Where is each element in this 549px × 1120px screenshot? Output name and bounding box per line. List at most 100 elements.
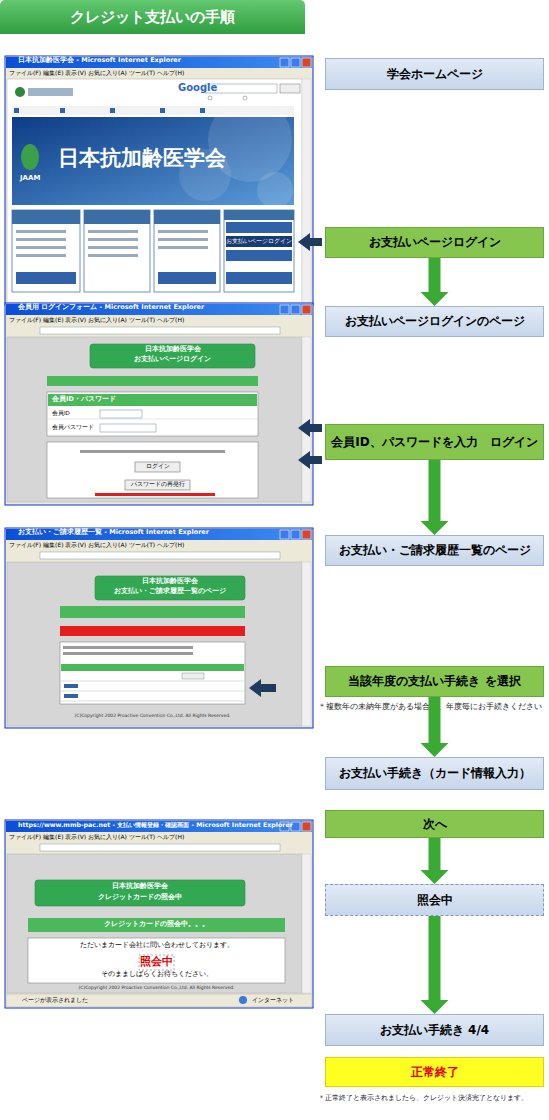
browser-window xyxy=(12,210,80,224)
browser-window xyxy=(40,327,280,334)
browser-window xyxy=(224,210,294,220)
browser-window xyxy=(6,842,312,853)
note-text: ＊複数年の未納年度がある場合は、年度毎にお手続きください xyxy=(318,702,542,712)
browser-window xyxy=(6,304,312,315)
browser-window xyxy=(14,108,19,113)
browser-window xyxy=(280,58,289,67)
browser-window xyxy=(95,493,215,496)
menu-bar: ファイル(F) 編集(E) 表示(V) お気に入り(A) ツール(T) ヘルプ(… xyxy=(9,541,184,548)
browser-window xyxy=(291,530,300,539)
title-tab: クレジット支払いの手順 xyxy=(0,0,305,34)
screen-text: JAAM xyxy=(20,174,40,182)
browser-window xyxy=(61,691,244,692)
browser-window xyxy=(90,344,255,368)
browser-window xyxy=(47,392,258,436)
screen-heading: お支払い・ご請求履歴一覧のページ xyxy=(95,588,245,596)
browser-window xyxy=(110,108,115,113)
action-box: 次へ xyxy=(325,810,544,838)
browser-window xyxy=(302,530,311,539)
pointer-arrow xyxy=(298,451,322,469)
action-box: 当該年度の支払い手続き を選択 xyxy=(325,666,544,697)
browser-window xyxy=(61,701,244,702)
copyright-text: (C)Copyright 2002 Proactive Convention C… xyxy=(60,713,245,718)
browser-window xyxy=(88,230,138,233)
browser-window xyxy=(302,58,311,67)
node-text: お支払い・ご請求履歴一覧のページ xyxy=(339,543,531,557)
screen-link: お支払いページログイン xyxy=(224,238,294,245)
status-bar-text: ページが表示されました xyxy=(22,996,88,1003)
status-bar-text: インターネット xyxy=(252,996,294,1003)
browser-window xyxy=(291,58,300,67)
browser-window xyxy=(5,303,313,505)
screen-text: Google xyxy=(178,82,217,94)
action-box: お支払いページログイン xyxy=(325,227,544,258)
browser-window xyxy=(226,250,292,261)
browser-window xyxy=(182,673,204,679)
browser-window xyxy=(160,108,165,113)
screen-text: 会員パスワード xyxy=(52,424,94,431)
browser-window xyxy=(16,254,66,257)
browser-window xyxy=(61,681,244,682)
browser-window xyxy=(60,108,65,113)
browser-window xyxy=(84,210,150,292)
browser-window xyxy=(48,394,257,406)
screen-heading: 日本抗加齢医学会 xyxy=(95,578,245,586)
browser-window xyxy=(158,238,208,241)
result-box: 正常終了 xyxy=(325,1057,544,1087)
pointer-arrow xyxy=(249,233,322,697)
browser-window xyxy=(12,210,80,292)
browser-window xyxy=(6,57,312,68)
browser-window xyxy=(154,210,220,292)
pointer-arrow xyxy=(249,679,276,697)
window-title: 会員用 ログインフォーム - Microsoft Internet Explor… xyxy=(18,304,204,312)
browser-window xyxy=(35,880,245,906)
status-box: 照会中 xyxy=(325,884,544,916)
browser-window xyxy=(84,210,150,224)
flow-arrow xyxy=(421,460,449,535)
node-text: お支払いページログイン xyxy=(369,235,501,249)
node-text: 照会中 xyxy=(417,893,453,907)
browser-window xyxy=(125,480,190,490)
browser-window xyxy=(47,376,258,386)
browser-window xyxy=(63,646,193,649)
copyright-text: (C)Copyright 2002 Proactive Convention C… xyxy=(28,985,285,990)
browser-window xyxy=(226,222,292,233)
browser-window xyxy=(48,419,257,420)
screen-heading: 日本抗加齢医学会 xyxy=(35,882,245,890)
page-box: お支払い・ご請求履歴一覧のページ xyxy=(325,535,544,566)
node-text: お支払い手続き 4/4 xyxy=(380,1023,489,1037)
browser-window xyxy=(28,88,73,96)
browser-window xyxy=(16,230,66,233)
browser-window xyxy=(88,246,138,249)
browser-window xyxy=(7,854,302,993)
flow-arrow xyxy=(421,916,449,1014)
browser-window xyxy=(5,528,313,728)
node-text: 次へ xyxy=(423,817,447,831)
screen-text: クレジットカードの照会中。。。 xyxy=(28,920,285,928)
browser-window xyxy=(226,272,292,284)
browser-window xyxy=(6,550,312,561)
browser-window xyxy=(208,96,212,100)
browser-window xyxy=(280,84,300,93)
screen-text: そのまましばらくお待ちください。 xyxy=(28,971,285,979)
browser-window xyxy=(16,238,66,241)
screen-text: ただいまカード会社に問い合わせしております。 xyxy=(28,942,285,950)
browser-window xyxy=(224,210,294,292)
browser-window xyxy=(6,68,312,78)
browser-window xyxy=(95,576,245,600)
browser-window xyxy=(302,305,311,314)
screen-button: パスワードの再発行 xyxy=(125,481,190,488)
browser-window xyxy=(7,337,302,502)
screen-text: 会員ID・パスワード xyxy=(52,396,116,404)
browser-window xyxy=(64,684,78,688)
browser-window xyxy=(291,305,300,314)
node-text: 正常終了 xyxy=(411,1065,459,1079)
page-box: お支払い手続き 4/4 xyxy=(325,1014,544,1046)
screen-heading: 日本抗加齢医学会 xyxy=(90,346,255,354)
browser-window xyxy=(5,56,313,305)
action-box: 会員ID、パスワードを入力 ログイン xyxy=(325,424,544,460)
browser-window xyxy=(63,652,193,655)
window-title: お支払い・ご請求履歴一覧 - Microsoft Internet Explor… xyxy=(18,529,209,537)
browser-window xyxy=(5,528,313,728)
